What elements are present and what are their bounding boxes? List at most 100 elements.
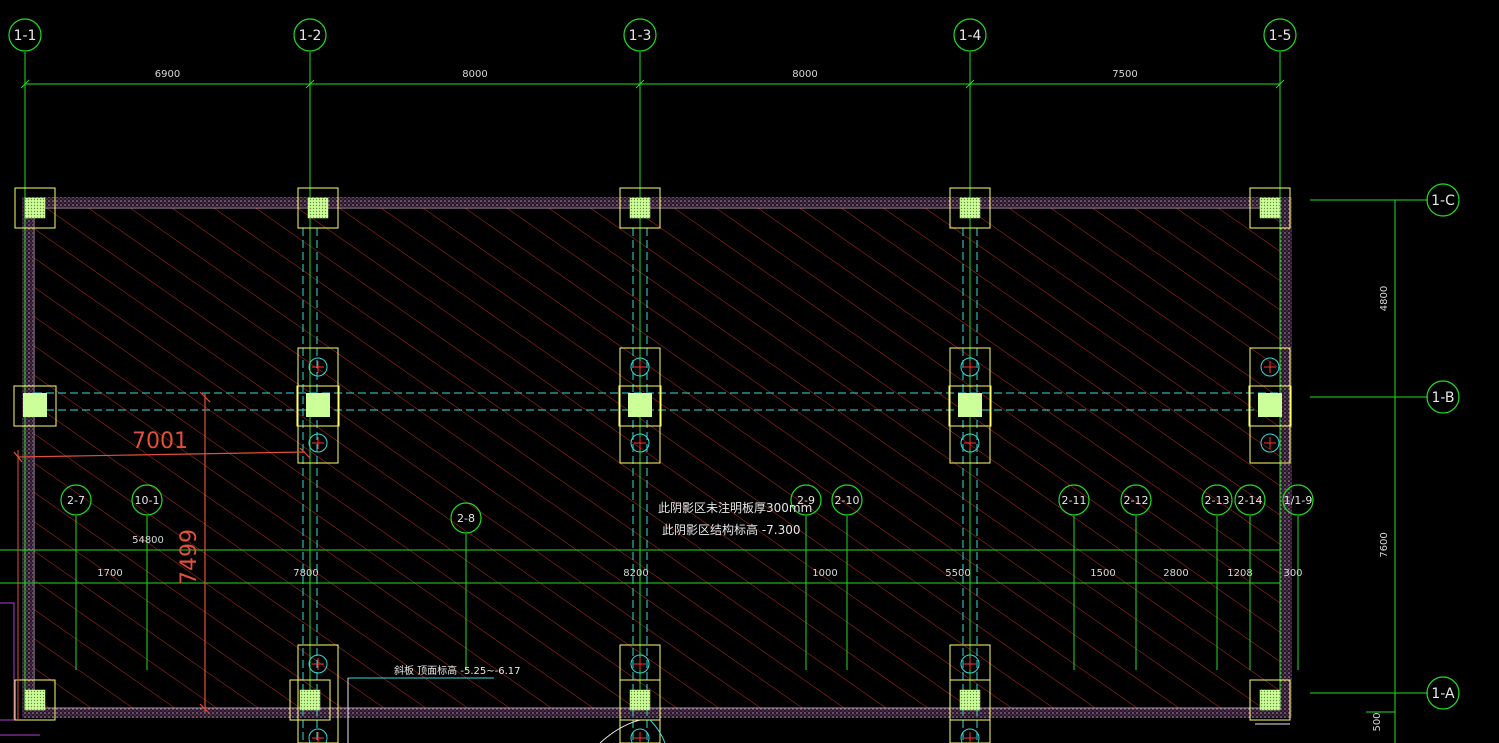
axis-bubble-lower-6 xyxy=(1058,484,1090,516)
note-slab-thickness: 此阴影区未注明板厚300mm xyxy=(658,500,812,515)
axis-label-lower-3: 2-8 xyxy=(457,512,475,525)
col-1-5-top-outline xyxy=(1249,187,1291,229)
pilecap-1-3-bot-pile-1 xyxy=(630,654,650,674)
axis-label-top-2: 1-2 xyxy=(299,28,322,44)
note-ramp-level: 斜板 顶面标高 -5.25~-6.17 xyxy=(394,664,520,677)
ramp-note: 斜板 顶面标高 -5.25~-6.17 xyxy=(347,664,520,743)
axis-label-lower-2: 10-1 xyxy=(135,494,160,507)
columns-layer xyxy=(13,187,1292,743)
pilecap-1-3-mid xyxy=(619,347,661,464)
col-1-1-mid xyxy=(23,393,47,417)
lower-dim-9: 300 xyxy=(1283,568,1302,579)
pilecap-1-4-mid-pile-1 xyxy=(960,357,980,377)
axis-label-lower-10: 1/1-9 xyxy=(1284,494,1313,507)
red-dim-horizontal: 7001 xyxy=(132,429,188,454)
col-1-5-mid xyxy=(1258,393,1282,417)
axis-label-right-3: 1-A xyxy=(1431,686,1455,702)
col-1-1-bot-outline xyxy=(14,679,56,721)
col-1-3-top-outline xyxy=(619,187,661,229)
col-1-4-top-outline xyxy=(949,187,991,229)
pilecap-1-4-bot-pile-1 xyxy=(960,654,980,674)
axis-bubble-lower-5 xyxy=(831,484,863,516)
lower-dim-8: 1208 xyxy=(1227,568,1252,579)
lower-dim-1: 1700 xyxy=(97,568,122,579)
axis-label-top-1: 1-1 xyxy=(14,28,37,44)
pilecap-1-2-bot-pile-2 xyxy=(308,728,328,743)
axis-bubble-top-3 xyxy=(623,18,657,52)
col-1-2-mid-outline xyxy=(296,385,340,427)
top-dim-2: 8000 xyxy=(462,69,487,80)
col-1-1-bot xyxy=(24,689,46,711)
pilecap-1-3-mid-pile-1 xyxy=(630,357,650,377)
pilecap-1-4-mid-pile-2 xyxy=(960,433,980,453)
lower-dim-6: 1500 xyxy=(1090,568,1115,579)
axis-label-right-2: 1-B xyxy=(1431,390,1454,406)
top-dim-tick-3 xyxy=(635,79,645,89)
col-1-4-top xyxy=(959,197,981,219)
axis-bubble-top-5 xyxy=(1263,18,1297,52)
top-dim-tick-5 xyxy=(1275,79,1285,89)
right-dim-3: 500 xyxy=(1372,712,1383,731)
col-1-3-mid xyxy=(628,393,652,417)
axis-label-top-4: 1-4 xyxy=(959,28,982,44)
axis-bubble-lower-7 xyxy=(1120,484,1152,516)
col-1-2-mid xyxy=(306,393,330,417)
col-1-3-mid-outline xyxy=(618,385,662,427)
pilecap-1-2-mid-pile-1 xyxy=(308,357,328,377)
col-1-1-top xyxy=(24,197,46,219)
axis-bubble-lower-10 xyxy=(1282,484,1314,516)
axis-bubble-lower-9 xyxy=(1234,484,1266,516)
top-dim-1: 6900 xyxy=(155,69,180,80)
col-1-5-mid-outline xyxy=(1248,385,1292,427)
lower-total-dim: 54800 xyxy=(132,535,164,546)
top-dim-tick-4 xyxy=(965,79,975,89)
axis-label-lower-1: 2-7 xyxy=(67,494,85,507)
beams-layer xyxy=(34,228,1280,743)
axis-label-top-5: 1-5 xyxy=(1269,28,1292,44)
pilecap-1-4-mid xyxy=(949,347,991,464)
axis-bubble-right-1 xyxy=(1426,183,1460,217)
pilecap-1-4-bot-pile-2 xyxy=(960,728,980,743)
axis-label-lower-8: 2-13 xyxy=(1205,494,1230,507)
ramp-lines xyxy=(0,602,1290,743)
axis-bubble-right-2 xyxy=(1426,380,1460,414)
lower-dim-5: 5500 xyxy=(945,568,970,579)
red-dimensions: 7001 7499 xyxy=(13,391,311,720)
pilecap-1-5-mid-pile-1 xyxy=(1260,357,1280,377)
col-1-4-mid-outline xyxy=(948,385,992,427)
col-1-3-top xyxy=(629,197,651,219)
col-1-2-bot-outline xyxy=(289,679,331,721)
axis-bubble-lower-1 xyxy=(60,484,92,516)
red-dim-vertical: 7499 xyxy=(177,529,202,585)
axis-bubble-lower-2 xyxy=(131,484,163,516)
axis-bubble-right-3 xyxy=(1426,676,1460,710)
note-structure-level: 此阴影区结构标高 -7.300 xyxy=(662,522,801,537)
col-1-5-bot-outline xyxy=(1249,679,1291,721)
pilecap-1-3-mid-pile-2 xyxy=(630,433,650,453)
top-dim-tick-1 xyxy=(20,79,30,89)
slab-hatch xyxy=(34,208,1280,708)
pilecap-1-4-bot xyxy=(949,644,991,743)
axis-bubble-top-4 xyxy=(953,18,987,52)
col-1-2-top-outline xyxy=(297,187,339,229)
lower-dim-4: 1000 xyxy=(812,568,837,579)
axis-label-right-1: 1-C xyxy=(1431,193,1455,209)
col-1-1-mid-outline xyxy=(13,385,57,427)
pilecap-1-2-mid xyxy=(297,347,339,464)
top-dim-4: 7500 xyxy=(1112,69,1137,80)
pilecap-1-2-bot-pile-1 xyxy=(308,654,328,674)
right-dim-1: 4800 xyxy=(1379,286,1390,311)
lower-dim-3: 8200 xyxy=(623,568,648,579)
axis-label-top-3: 1-3 xyxy=(629,28,652,44)
col-1-4-mid xyxy=(958,393,982,417)
top-dim-tick-2 xyxy=(305,79,315,89)
axis-bubble-top-2 xyxy=(293,18,327,52)
lower-dim-7: 2800 xyxy=(1163,568,1188,579)
pilecap-1-2-bot xyxy=(297,644,339,743)
pilecap-1-2-mid-pile-2 xyxy=(308,433,328,453)
pilecap-1-5-mid xyxy=(1249,347,1291,464)
pilecap-1-5-mid-pile-2 xyxy=(1260,433,1280,453)
